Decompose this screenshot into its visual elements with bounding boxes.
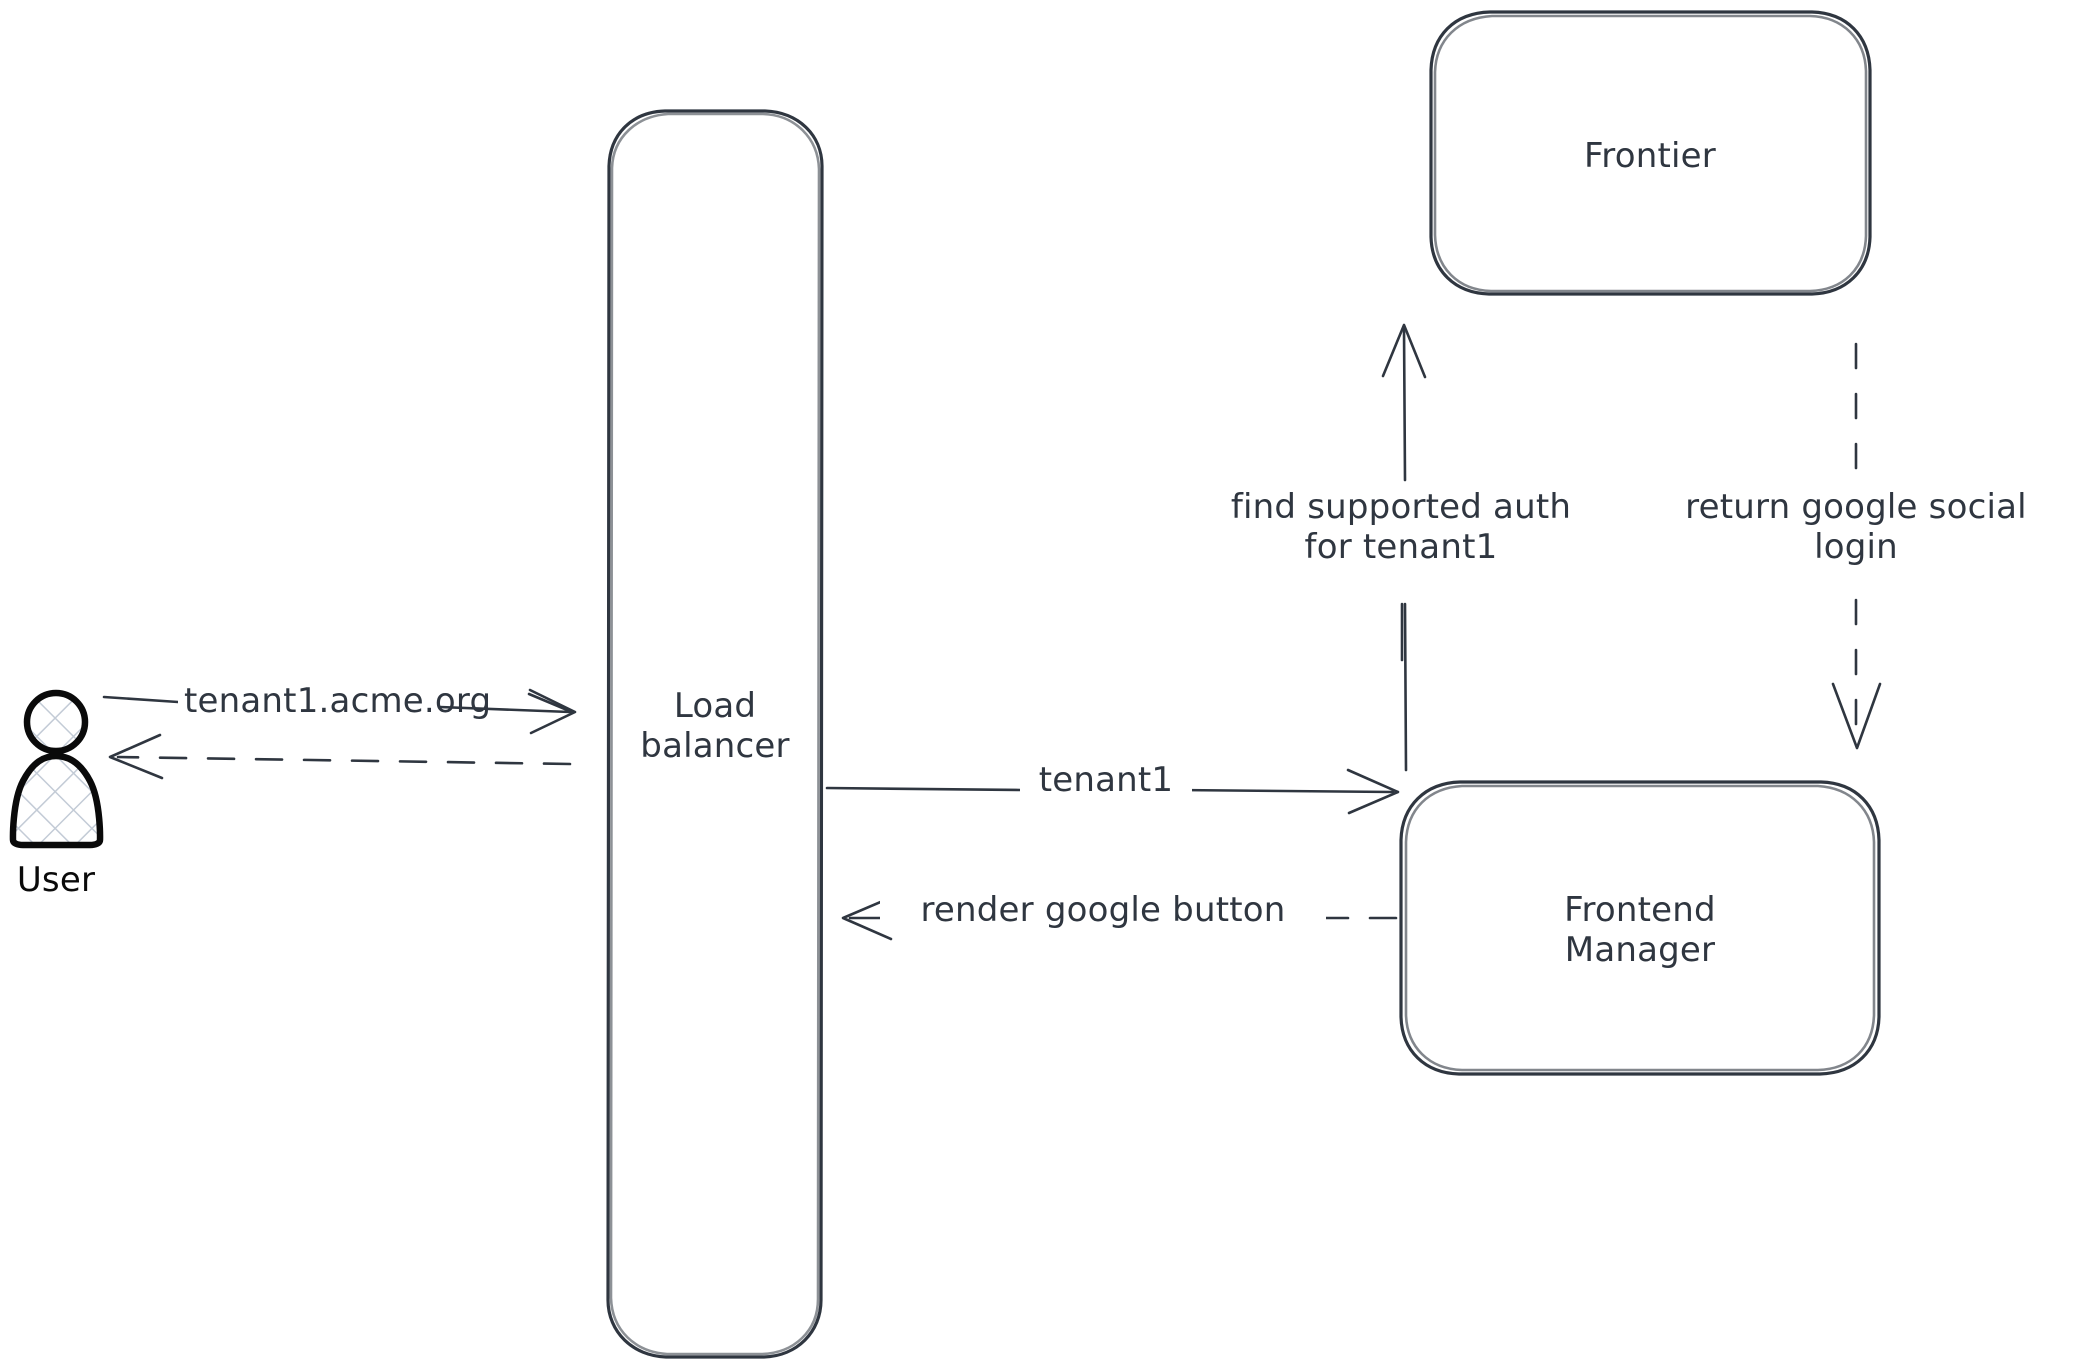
user-icon — [9, 689, 104, 849]
edge-frontend-manager-to-frontier — [1381, 323, 1427, 772]
node-load-balancer[interactable] — [606, 109, 824, 1359]
edge-load-balancer-to-frontend-manager — [825, 768, 1400, 815]
node-frontier[interactable] — [1429, 10, 1872, 296]
edge-frontier-to-frontend-manager — [1831, 342, 1882, 750]
edge-user-to-load-balancer — [102, 688, 577, 735]
edge-load-balancer-to-user — [108, 733, 572, 780]
edge-frontend-manager-to-load-balancer — [841, 896, 1398, 941]
node-frontend-manager[interactable] — [1399, 780, 1881, 1076]
